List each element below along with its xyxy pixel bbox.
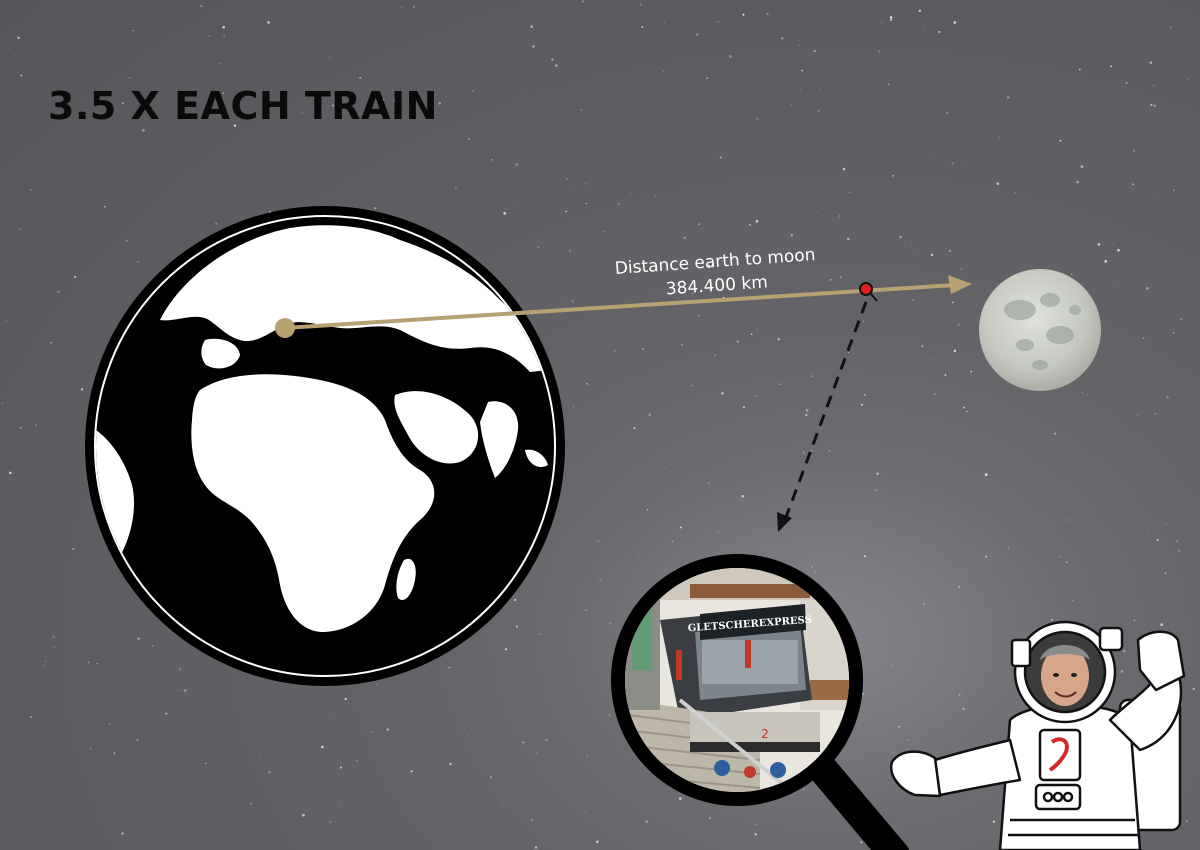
train-photo: GLETSCHEREXPRESS 2 (625, 568, 849, 792)
train-number: 2 (761, 727, 769, 741)
location-dot-icon (275, 318, 295, 338)
page-title: 3.5 X EACH TRAIN (48, 84, 438, 128)
